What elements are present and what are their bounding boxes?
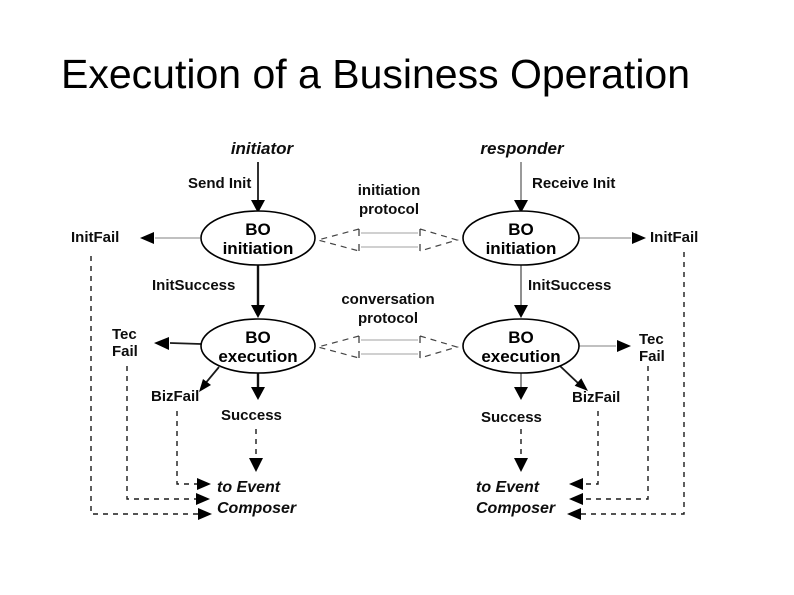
arrow-initiator-success: [251, 373, 265, 400]
dashed-route-initiator-bizfail: [176, 411, 211, 490]
arrow-responder-initfail: [579, 232, 646, 244]
label-receive-init: Receive Init: [532, 175, 616, 192]
arrow-responder-initsuccess: [514, 265, 528, 318]
dashed-route-responder-bizfail: [569, 411, 599, 490]
node-initiator-bo-execution: [200, 318, 316, 374]
arrow-initiator-initfail: [140, 232, 200, 244]
label-conversation-protocol-line1: conversation: [341, 291, 435, 308]
label-initiation-protocol-line1: initiation: [357, 182, 421, 199]
dashed-route-initiator-tecfail: [126, 366, 210, 505]
label-responder-initfail: InitFail: [650, 229, 699, 246]
label-responder-bizfail: BizFail: [572, 389, 621, 406]
label-initiator-initsuccess: InitSuccess: [152, 277, 236, 294]
arrow-responder-bizfail: [559, 365, 588, 391]
label-tec: Tec: [112, 326, 137, 343]
arrow-responder-tecfail: [579, 340, 631, 352]
label-initiator-bizfail: BizFail: [151, 388, 200, 405]
arrow-responder-success: [514, 373, 528, 400]
arrow-receive-init: [514, 162, 528, 213]
dashed-route-responder-success: [514, 429, 528, 472]
dashed-route-initiator-success: [249, 429, 263, 472]
node-label-responder-bo-initiation: BO initiation: [486, 220, 557, 258]
label-initiator-tecfail: Tec Fail: [112, 326, 138, 360]
label-responder-success: Success: [481, 409, 542, 426]
arrow-send-init: [251, 162, 265, 213]
label-initiator-initfail: InitFail: [71, 229, 120, 246]
node-text-bo: BO: [245, 328, 271, 347]
label-send-init: Send Init: [188, 175, 252, 192]
label-initiator-event-composer: to Event Composer: [217, 477, 296, 519]
node-responder-bo-execution: [462, 318, 580, 374]
label-initiation-protocol: initiation protocol: [358, 181, 421, 219]
label-composer: Composer: [217, 500, 297, 517]
node-text-initiation: initiation: [485, 239, 557, 258]
label-composer: Composer: [476, 500, 556, 517]
label-to-event: to Event: [476, 479, 540, 496]
node-responder-bo-initiation: [462, 210, 580, 266]
node-text-bo: BO: [245, 220, 271, 239]
node-text-bo: BO: [508, 328, 534, 347]
node-text-execution: execution: [481, 347, 561, 366]
protocol-arrow-conversation: [315, 335, 460, 359]
label-responder-event-composer: to Event Composer: [476, 477, 555, 519]
arrow-initiator-initsuccess: [251, 265, 265, 318]
slide-title: Execution of a Business Operation: [61, 51, 691, 97]
label-fail: Fail: [112, 343, 138, 360]
label-responder-initsuccess: InitSuccess: [528, 277, 612, 294]
node-text-bo: BO: [508, 220, 534, 239]
node-label-responder-bo-execution: BO execution: [481, 328, 560, 366]
label-conversation-protocol-line2: protocol: [358, 310, 418, 327]
label-initiation-protocol-line2: protocol: [359, 201, 419, 218]
node-label-initiator-bo-execution: BO execution: [218, 328, 297, 366]
role-responder: responder: [480, 139, 564, 158]
label-fail: Fail: [639, 348, 665, 365]
node-label-initiator-bo-initiation: BO initiation: [223, 220, 294, 258]
dashed-route-responder-initfail: [567, 252, 685, 520]
arrow-initiator-tecfail: [154, 337, 202, 350]
label-responder-tecfail: Tec Fail: [639, 331, 665, 365]
dashed-route-responder-tecfail: [569, 366, 649, 505]
protocol-arrow-initiation: [315, 228, 460, 252]
node-text-initiation: initiation: [222, 239, 294, 258]
label-conversation-protocol: conversation protocol: [341, 290, 434, 328]
node-initiator-bo-initiation: [200, 210, 316, 266]
role-initiator: initiator: [230, 139, 294, 158]
label-initiator-success: Success: [221, 407, 282, 424]
label-to-event: to Event: [217, 479, 281, 496]
dashed-route-initiator-initfail: [90, 256, 212, 520]
node-text-execution: execution: [218, 347, 298, 366]
label-tec: Tec: [639, 331, 664, 348]
arrow-initiator-bizfail: [199, 366, 220, 392]
